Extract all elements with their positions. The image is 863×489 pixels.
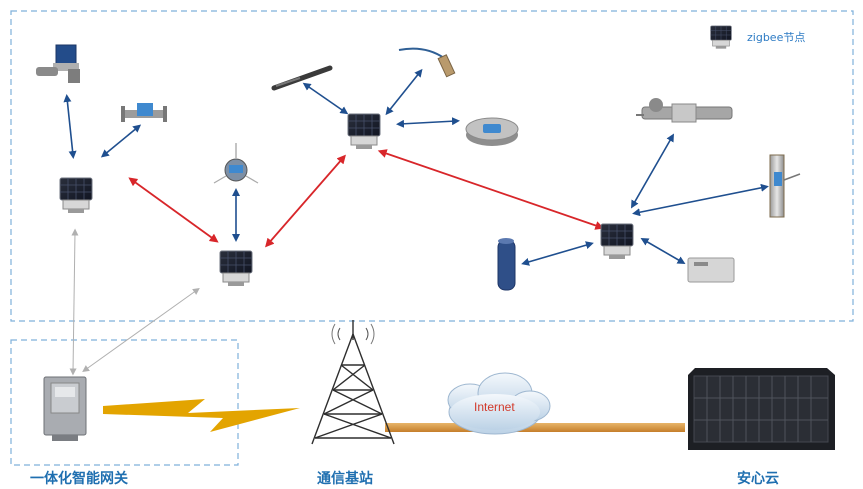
server-rack-icon [688, 368, 835, 450]
crack-meter-icon [636, 98, 733, 123]
pump-sensor-icon [36, 44, 80, 83]
internet-label: Internet [474, 400, 515, 414]
zigbee-node-icon [710, 25, 732, 49]
legend-label: zigbee节点 [747, 31, 806, 44]
box-sensor-icon [687, 257, 735, 283]
zigbee-node-1 [59, 177, 93, 214]
tilt-sensor-icon [213, 143, 259, 184]
cloud-label: 安心云 [737, 471, 779, 487]
zigbee-node-4 [600, 223, 634, 260]
gateway-device-icon [43, 376, 87, 441]
anchor-meter-icon [769, 154, 801, 218]
cylinder-sensor-icon [497, 238, 516, 291]
blue-links [63, 68, 769, 266]
red-links [128, 149, 605, 248]
zigbee-node-3 [347, 113, 381, 150]
link-node1-gateway [69, 228, 79, 376]
zigbee-node-2 [219, 250, 253, 287]
gateway-label: 一体化智能网关 [30, 471, 128, 487]
wireless-lightning-icon [103, 399, 300, 432]
zigbee-network-region [10, 10, 854, 322]
flow-meter-icon [121, 103, 167, 122]
disc-sensor-icon [465, 117, 519, 146]
internet-cloud-icon [447, 372, 551, 435]
cell-tower-icon [311, 320, 395, 445]
link-node2-gateway [82, 287, 200, 373]
cable-sensor-icon [398, 47, 456, 78]
rod-sensor-icon [271, 65, 333, 91]
base-station-label: 通信基站 [317, 471, 373, 487]
wired-connection-line [385, 423, 685, 432]
